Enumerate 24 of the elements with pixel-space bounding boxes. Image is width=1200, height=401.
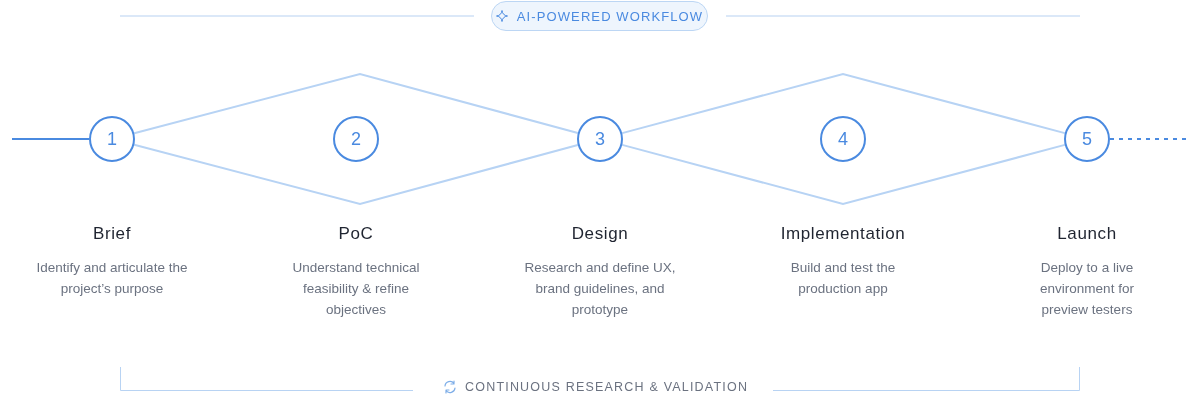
connector-line — [133, 72, 579, 135]
step-description: Research and define UX, brand guidelines, and prototype — [523, 259, 677, 319]
workflow-badge — [491, 1, 708, 31]
step-description: Deploy to a live environment for preview testers — [1039, 259, 1135, 319]
step-number-circle: 4 — [820, 116, 866, 162]
step-title: Brief — [93, 223, 131, 245]
step-title: Design — [571, 223, 629, 245]
step-title: PoC — [338, 223, 374, 245]
loop-label: CONTINUOUS RESEARCH & VALIDATION — [465, 380, 749, 394]
connector-line — [11, 138, 90, 140]
connector-line — [621, 72, 1066, 135]
badge-label: AI-POWERED WORKFLOW — [516, 8, 704, 24]
connector-line — [1109, 138, 1189, 140]
connector-line — [133, 143, 579, 206]
step-title: Launch — [1057, 223, 1117, 245]
step-number-circle: 2 — [333, 116, 379, 162]
step-number-circle: 1 — [89, 116, 135, 162]
step-description: Identify and articulate the project’s purpose — [35, 259, 189, 298]
step-title: Implementation — [780, 223, 906, 245]
step-number-circle: 3 — [577, 116, 623, 162]
step-description: Understand technical feasibility & refine objectives — [291, 259, 421, 319]
step-number-circle: 5 — [1064, 116, 1110, 162]
connector-line — [621, 143, 1066, 206]
step-description: Build and test the production app — [789, 259, 897, 298]
